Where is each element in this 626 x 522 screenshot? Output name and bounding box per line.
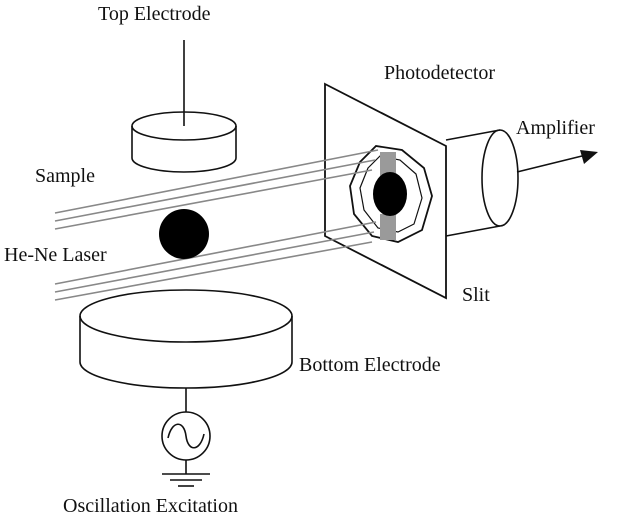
top-electrode-label: Top Electrode [98, 3, 211, 25]
ac-source-icon [161, 411, 211, 461]
oscillation-excitation-label: Oscillation Excitation [63, 495, 238, 517]
bottom-electrode-label: Bottom Electrode [299, 354, 441, 376]
photodetector-label: Photodetector [384, 62, 496, 84]
top-electrode [131, 111, 237, 173]
bottom-electrode [79, 289, 293, 389]
particle-shadow [373, 172, 407, 216]
sample-label: Sample [35, 165, 95, 187]
slit-bar-bottom [380, 214, 396, 240]
slit-label: Slit [462, 284, 490, 306]
laser-label: He-Ne Laser [4, 244, 107, 266]
ground-icon [162, 460, 210, 487]
amplifier-label: Amplifier [516, 117, 595, 139]
sample-particle [159, 209, 209, 259]
amplifier-arrow [516, 150, 598, 173]
amplifier-body [445, 129, 519, 237]
laser-beams [54, 149, 379, 301]
